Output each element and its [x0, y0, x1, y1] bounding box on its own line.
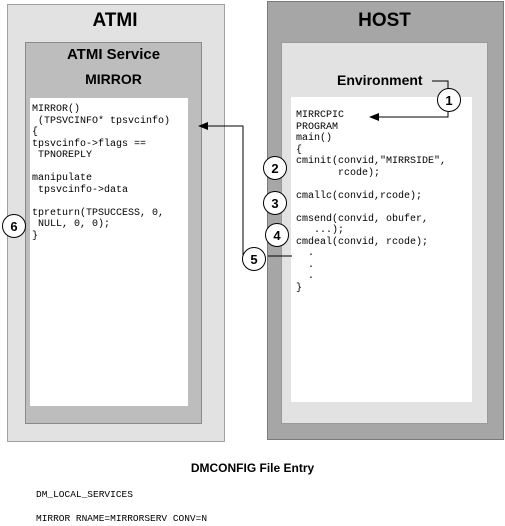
dmconfig-line-1: DM_LOCAL_SERVICES: [36, 489, 133, 500]
host-code-line: cmallc(convid,rcode);: [296, 190, 423, 202]
environment-label: Environment: [337, 72, 423, 88]
atmi-code-line: TPNOREPLY: [32, 150, 93, 161]
atmi-code-line: NULL, 0, 0);: [32, 219, 111, 230]
host-code-line: [296, 202, 446, 214]
atmi-code-line: tpsvcinfo->flags ==: [32, 138, 147, 150]
host-code-line: .: [296, 248, 315, 259]
atmi-code-line: [32, 196, 170, 208]
atmi-code-text: MIRROR() (TPSVCINFO* tpsvcinfo){tpsvcinf…: [32, 104, 170, 242]
host-code-line: rcode);: [296, 167, 381, 179]
atmi-code-line: }: [32, 230, 39, 242]
atmi-code-line: MIRROR(): [32, 104, 81, 115]
dmconfig-heading: DMCONFIG File Entry: [190, 461, 315, 475]
atmi-code-line: {: [32, 127, 39, 138]
step-1-badge: 1: [437, 88, 461, 112]
host-code-line: }: [296, 282, 303, 294]
atmi-service-name: MIRROR: [85, 71, 142, 87]
atmi-code-line: manipulate: [32, 173, 93, 184]
host-code-line: cminit(convid,"MIRRSIDE",: [296, 156, 447, 167]
host-code-line: cmsend(convid, obufer,: [296, 213, 429, 225]
atmi-title: ATMI: [92, 10, 138, 31]
host-code-line: .: [296, 259, 315, 271]
atmi-code-line: (TPSVCINFO* tpsvcinfo): [32, 115, 171, 127]
atmi-code-box: MIRROR() (TPSVCINFO* tpsvcinfo){tpsvcinf…: [30, 98, 188, 406]
dmconfig-line-2: MIRROR RNAME=MIRRORSERV CONV=N: [36, 513, 208, 524]
host-code-line: ...);: [296, 225, 345, 236]
atmi-code-line: tpreturn(TPSUCCESS, 0,: [32, 207, 165, 219]
host-code-line: PROGRAM: [296, 121, 339, 133]
host-code-line: cmdeal(convid, rcode);: [296, 236, 429, 248]
step-4-badge: 4: [265, 223, 289, 247]
atmi-service-title: ATMI Service: [66, 46, 161, 63]
step-2-badge: 2: [263, 156, 287, 180]
host-code-line: MIRRCPIC: [296, 110, 345, 121]
host-code-line: [296, 179, 446, 191]
atmi-code-line: tpsvcinfo->data: [32, 184, 129, 196]
step-5-badge: 5: [242, 247, 266, 271]
step-6-badge: 6: [2, 214, 26, 238]
atmi-code-line: [32, 162, 170, 174]
step-3-badge: 3: [263, 191, 287, 215]
host-code-line: main(): [296, 133, 333, 144]
host-title: HOST: [358, 10, 411, 31]
host-code-line: .: [296, 271, 315, 282]
host-code-line: {: [296, 144, 303, 156]
